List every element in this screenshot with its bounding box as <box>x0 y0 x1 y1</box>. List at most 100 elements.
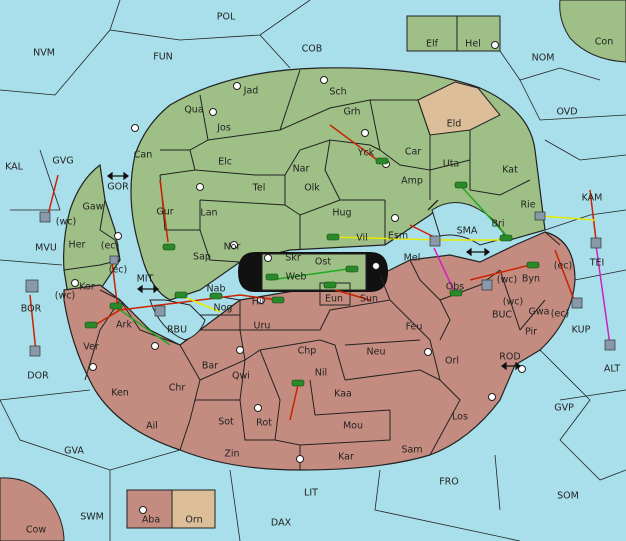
label-skr: Skr <box>285 253 301 264</box>
label-wc3: (wc) <box>55 291 75 302</box>
label-nar: Nar <box>293 164 310 175</box>
label-dax: DAX <box>271 518 292 529</box>
label-car: Car <box>405 147 421 158</box>
label-bri: Bri <box>491 219 504 230</box>
label-ec4: (ec) <box>551 309 569 320</box>
label-grh: Grh <box>343 107 360 118</box>
label-gor: GOR <box>107 182 129 193</box>
label-aba: Aba <box>142 515 160 526</box>
label-rot: Rot <box>256 418 272 429</box>
label-sap: Sap <box>193 252 211 263</box>
label-nog: Nog <box>214 303 233 314</box>
label-jos: Jos <box>216 123 231 134</box>
label-gvp: GVP <box>554 403 574 414</box>
label-kup: KUP <box>572 325 591 336</box>
label-gva: GVA <box>64 446 84 457</box>
label-mvu: MVU <box>35 243 57 254</box>
army-units <box>84 157 540 387</box>
label-lan: Lan <box>200 208 217 219</box>
label-sun: Sun <box>360 294 378 305</box>
label-neu: Neu <box>367 347 386 358</box>
order-arrows <box>29 124 611 421</box>
label-zin: Zin <box>224 449 239 460</box>
label-eld: Eld <box>447 119 462 130</box>
label-tei: TEI <box>589 258 605 269</box>
province-borders <box>63 69 561 470</box>
label-kar: Kar <box>338 452 354 463</box>
label-qwi: Qwi <box>232 371 250 382</box>
label-hel: Hel <box>465 39 481 50</box>
label-her: Her <box>69 240 86 251</box>
label-wc1: (wc) <box>56 217 76 228</box>
label-alt: ALT <box>604 364 620 375</box>
label-bar: Bar <box>202 361 218 372</box>
label-tel: Tel <box>252 183 266 194</box>
label-gvg: GVG <box>52 156 73 167</box>
label-hug: Hug <box>332 208 351 219</box>
label-mou: Mou <box>343 421 363 432</box>
label-lit: LIT <box>304 488 318 499</box>
label-ver: Ver <box>83 342 99 353</box>
label-ec3: (ec) <box>109 265 127 276</box>
inner-sea-sma <box>431 202 506 246</box>
continent-south <box>63 231 576 471</box>
label-rod: ROD <box>499 352 520 363</box>
province-orn[interactable] <box>171 489 216 529</box>
label-ec2: (ec) <box>554 261 572 272</box>
label-nab: Nab <box>207 284 226 295</box>
label-ost: Ost <box>315 257 331 268</box>
label-swm: SWM <box>80 512 104 523</box>
label-ken: Ken <box>111 388 129 399</box>
label-esm: Esm <box>388 231 408 242</box>
label-mit: MIT <box>137 274 154 285</box>
label-amp: Amp <box>401 176 423 187</box>
label-chr: Chr <box>169 383 186 394</box>
label-wc2: (wc) <box>497 275 517 286</box>
label-vil: Vil <box>356 233 368 244</box>
label-obs: Obs <box>446 282 465 293</box>
label-sma: SMA <box>457 226 478 237</box>
label-dor: DOR <box>27 371 49 382</box>
label-yck: Yck <box>357 148 375 159</box>
label-byn: Byn <box>522 274 540 285</box>
province-cow[interactable] <box>0 477 65 541</box>
province-labels: POL NVM FUN COB NOM Con Elf Hel OVD KAL … <box>5 12 620 536</box>
label-orn: Orn <box>185 515 202 526</box>
label-mel: Mel <box>404 253 421 264</box>
label-sot: Sot <box>218 417 234 428</box>
label-ovd: OVD <box>556 107 577 118</box>
province-aba[interactable] <box>126 489 173 529</box>
label-rie: Rie <box>520 200 535 211</box>
label-fun: FUN <box>153 52 173 63</box>
label-ark: Ark <box>116 320 132 331</box>
label-nvm: NVM <box>33 48 55 59</box>
label-eun: Eun <box>325 294 343 305</box>
fleet-units <box>25 211 616 357</box>
label-olk: Olk <box>304 183 320 194</box>
label-rbu: RBU <box>167 325 187 336</box>
label-jad: Jad <box>243 86 259 97</box>
label-bor: BOR <box>21 304 42 315</box>
label-kaa: Kaa <box>334 389 352 400</box>
label-uru: Uru <box>254 321 271 332</box>
label-kor: Kor <box>79 282 95 293</box>
label-ail: Ail <box>146 421 158 432</box>
label-uta: Uta <box>443 159 460 170</box>
label-sam: Sam <box>401 445 422 456</box>
label-hil: Hil <box>252 297 264 308</box>
label-wc4: (wc) <box>503 297 523 308</box>
label-nor: Nor <box>224 242 241 253</box>
label-nil: Nil <box>315 368 327 379</box>
label-con: Con <box>595 37 613 48</box>
label-cow: Cow <box>26 525 46 536</box>
label-gaw: Gaw <box>83 202 104 213</box>
label-elc: Elc <box>218 157 232 168</box>
label-los: Los <box>452 412 468 423</box>
label-kam: KAM <box>582 193 603 204</box>
label-sch: Sch <box>329 87 346 98</box>
label-buc: BUC <box>492 310 512 321</box>
label-kat: Kat <box>502 165 518 176</box>
province-con[interactable] <box>559 0 626 63</box>
